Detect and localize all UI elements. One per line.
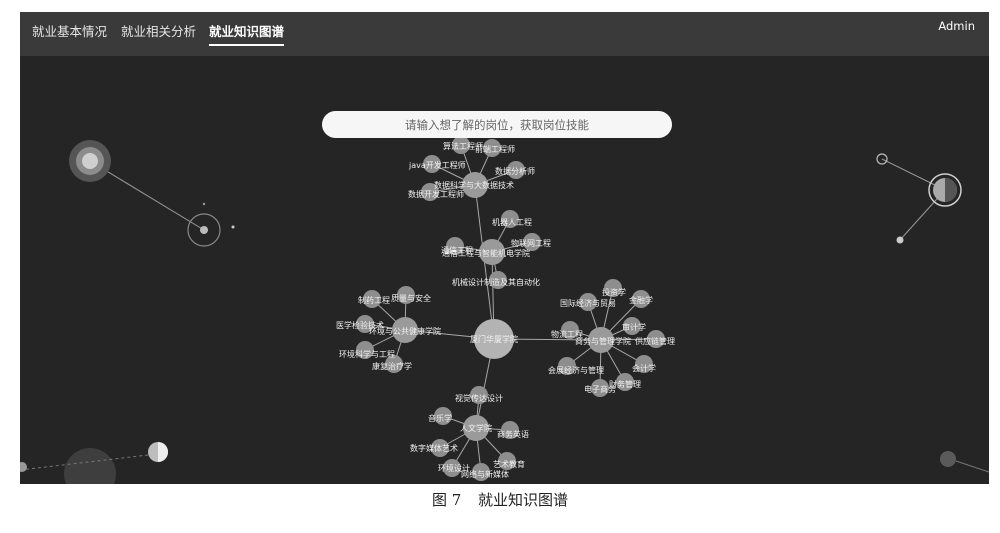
figure-caption: 图 7 就业知识图谱 — [0, 489, 1000, 510]
graph-node-major[interactable] — [446, 237, 464, 255]
graph-label-major: 机械设计制造及其自动化 — [452, 277, 540, 287]
graph-label-major: 数据分析师 — [495, 166, 535, 176]
graph-label-major: 金融学 — [629, 295, 653, 305]
graph-label-major: 前端工程师 — [475, 144, 515, 154]
tab-knowledge-graph[interactable]: 就业知识图谱 — [209, 21, 285, 46]
graph-label-major: 会计学 — [632, 363, 656, 373]
graph-node-major[interactable] — [501, 421, 519, 439]
graph-node-major[interactable] — [434, 407, 452, 425]
graph-label-major: 商务英语 — [497, 429, 529, 439]
graph-label-major: 音乐学 — [428, 413, 452, 423]
graph-label-major: 康复治疗学 — [372, 361, 412, 371]
graph-node-major[interactable] — [452, 136, 470, 154]
graph-node-major[interactable] — [616, 373, 634, 391]
graph-label-college: 通信工程与智能机电学院 — [442, 248, 530, 258]
graph-node-major[interactable] — [363, 290, 381, 308]
graph-label-major: 数据开发工程师 — [408, 189, 464, 199]
graph-label-major: 艺术教育 — [493, 459, 525, 469]
figure-title: 就业知识图谱 — [478, 491, 569, 509]
graph-node-major[interactable] — [472, 463, 490, 481]
graph-node-major[interactable] — [623, 317, 641, 335]
graph-node-major[interactable] — [356, 315, 374, 333]
graph-label-college: 商务与管理学院 — [575, 336, 631, 346]
graph-label-major: java开发工程师 — [408, 160, 466, 170]
graph-node-college[interactable] — [588, 327, 614, 353]
graph-node-major[interactable] — [604, 279, 622, 297]
graph-label-root: 厦门华厦学院 — [470, 334, 518, 344]
graph-node-major[interactable] — [647, 330, 665, 348]
graph-node-major[interactable] — [423, 155, 441, 173]
graph-node-major[interactable] — [523, 233, 541, 251]
graph-label-major: 质量与安全 — [391, 293, 431, 303]
graph-node-major[interactable] — [483, 139, 501, 157]
graph-label-major: 电子商务 — [584, 384, 616, 394]
graph-label-major: 投资学 — [602, 287, 626, 297]
graph-label-major: 通信工程 — [441, 245, 473, 255]
graph-node-major[interactable] — [431, 439, 449, 457]
graph-label-college: 环境与公共健康学院 — [369, 326, 441, 336]
graph-label-major: 医学检验技术 — [336, 320, 384, 330]
graph-node-college[interactable] — [392, 317, 418, 343]
graph-node-major[interactable] — [558, 357, 576, 375]
graph-node-major[interactable] — [561, 321, 579, 339]
graph-node-major[interactable] — [356, 341, 374, 359]
top-navbar: 就业基本情况 就业相关分析 就业知识图谱 Admin — [20, 12, 989, 56]
graph-label-major: 网络与新媒体 — [461, 469, 509, 479]
graph-label-major: 机器人工程 — [492, 217, 532, 227]
decorative-background — [20, 140, 989, 484]
graph-node-major[interactable] — [579, 293, 597, 311]
graph-label-major: 算法工程师 — [443, 141, 483, 151]
graph-label-major: 制药工程 — [358, 295, 390, 305]
graph-label-major: 环境设计 — [438, 463, 470, 473]
graph-node-major[interactable] — [632, 290, 650, 308]
graph-node-major[interactable] — [507, 161, 525, 179]
graph-label-major: 物流工程 — [551, 329, 583, 339]
figure-number: 图 7 — [431, 491, 462, 509]
graph-label-major: 会展经济与管理 — [548, 365, 604, 375]
graph-node-root[interactable] — [474, 319, 514, 359]
job-search-input[interactable] — [322, 111, 672, 138]
graph-node-major[interactable] — [421, 183, 439, 201]
tab-employment-analysis[interactable]: 就业相关分析 — [121, 24, 197, 39]
graph-label-major: 数字媒体艺术 — [410, 443, 458, 453]
graph-label-major: 国际经济与贸易 — [560, 298, 616, 308]
graph-node-major[interactable] — [591, 379, 609, 397]
graph-node-major[interactable] — [385, 355, 403, 373]
graph-label-major: 供应链管理 — [635, 336, 675, 346]
graph-node-college[interactable] — [463, 415, 489, 441]
graph-label-major: 审计学 — [622, 322, 646, 332]
graph-node-major[interactable] — [501, 210, 519, 228]
tab-employment-overview[interactable]: 就业基本情况 — [32, 24, 108, 39]
graph-node-major[interactable] — [470, 386, 488, 404]
app-window: 就业基本情况 就业相关分析 就业知识图谱 Admin 算法工程师前端工 — [20, 12, 989, 484]
graph-node-college[interactable] — [462, 172, 488, 198]
graph-label-major: 视觉传达设计 — [455, 393, 503, 403]
graph-label-major: 物联网工程 — [511, 238, 551, 248]
graph-label-major: 财务管理 — [609, 379, 641, 389]
graph-label-college: 人文学院 — [460, 423, 492, 433]
graph-node-major[interactable] — [498, 452, 516, 470]
user-menu-admin[interactable]: Admin — [938, 19, 975, 33]
graph-node-major[interactable] — [489, 271, 507, 289]
graph-label-college: 数据科学与大数据技术 — [434, 180, 514, 190]
graph-node-major[interactable] — [635, 355, 653, 373]
graph-label-major: 环境科学与工程 — [339, 349, 395, 359]
graph-node-major[interactable] — [397, 286, 415, 304]
graph-node-major[interactable] — [443, 459, 461, 477]
graph-node-college[interactable] — [479, 239, 505, 265]
